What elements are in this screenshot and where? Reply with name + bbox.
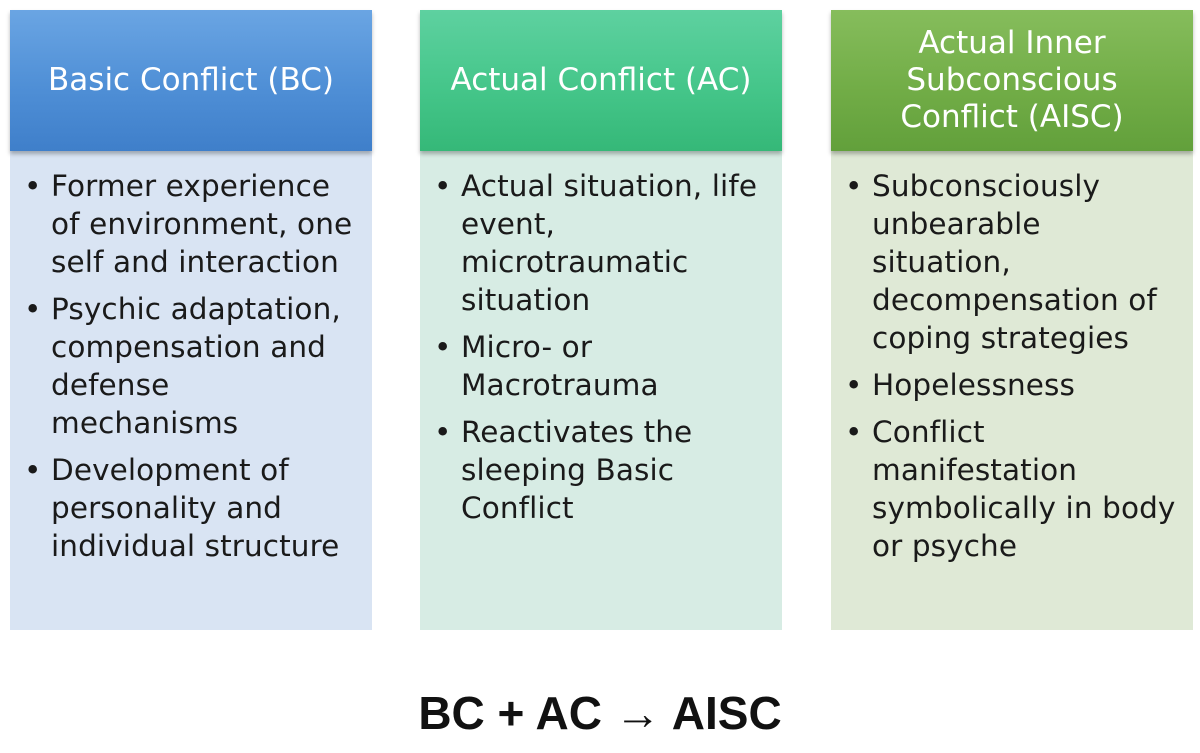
bullet-item: • Micro- or Macrotrauma: [434, 328, 776, 404]
bullet-text: Conflict manifestation symbolically in b…: [872, 415, 1176, 563]
bullet-icon: •: [845, 415, 863, 449]
bullet-icon: •: [845, 368, 863, 402]
column-actual-conflict: Actual Conflict (AC) • Actual situation, …: [420, 10, 782, 630]
bullet-icon: •: [24, 169, 42, 203]
bullet-item: • Former experience of environment, one s…: [24, 167, 366, 281]
bullet-text: Psychic adaptation, compensation and def…: [51, 292, 341, 440]
column-body-aisc: • Subconsciously unbearable situation, de…: [831, 151, 1193, 630]
bullet-item: • Reactivates the sleeping Basic Conflict: [434, 413, 776, 527]
bullet-text: Hopelessness: [872, 368, 1075, 402]
bullet-icon: •: [845, 169, 863, 203]
column-header-actual-conflict: Actual Conflict (AC): [420, 10, 782, 151]
bullet-text: Former experience of environment, one se…: [51, 169, 353, 279]
column-header-basic-conflict: Basic Conflict (BC): [10, 10, 372, 151]
bullet-text: Subconsciously unbearable situation, dec…: [872, 169, 1157, 355]
bullet-text: Development of personality and individua…: [51, 453, 340, 563]
bullet-icon: •: [434, 330, 452, 364]
bullet-item: • Psychic adaptation, compensation and de…: [24, 290, 366, 442]
bullet-icon: •: [24, 453, 42, 487]
bullet-text: Micro- or Macrotrauma: [461, 330, 659, 402]
column-basic-conflict: Basic Conflict (BC) • Former experience o…: [10, 10, 372, 630]
bullet-item: • Hopelessness: [845, 366, 1187, 404]
bullet-text: Actual situation, life event, microtraum…: [461, 169, 758, 317]
bullet-icon: •: [24, 292, 42, 326]
column-body-actual-conflict: • Actual situation, life event, microtrau…: [420, 151, 782, 630]
column-body-basic-conflict: • Former experience of environment, one s…: [10, 151, 372, 630]
column-actual-inner-subconscious-conflict: Actual Inner Subconscious Conflict (AISC…: [831, 10, 1193, 630]
bullet-item: • Subconsciously unbearable situation, de…: [845, 167, 1187, 357]
formula-text: BC + AC → AISC: [418, 687, 782, 739]
bullet-text: Reactivates the sleeping Basic Conflict: [461, 415, 693, 525]
bullet-list-actual-conflict: • Actual situation, life event, microtrau…: [434, 167, 776, 527]
bullet-icon: •: [434, 415, 452, 449]
bullet-list-aisc: • Subconsciously unbearable situation, de…: [845, 167, 1187, 565]
bullet-item: • Development of personality and individu…: [24, 451, 366, 565]
column-header-aisc: Actual Inner Subconscious Conflict (AISC…: [831, 10, 1193, 151]
bullet-list-basic-conflict: • Former experience of environment, one s…: [24, 167, 366, 565]
bullet-item: • Conflict manifestation symbolically in …: [845, 413, 1187, 565]
bullet-icon: •: [434, 169, 452, 203]
bullet-item: • Actual situation, life event, microtrau…: [434, 167, 776, 319]
